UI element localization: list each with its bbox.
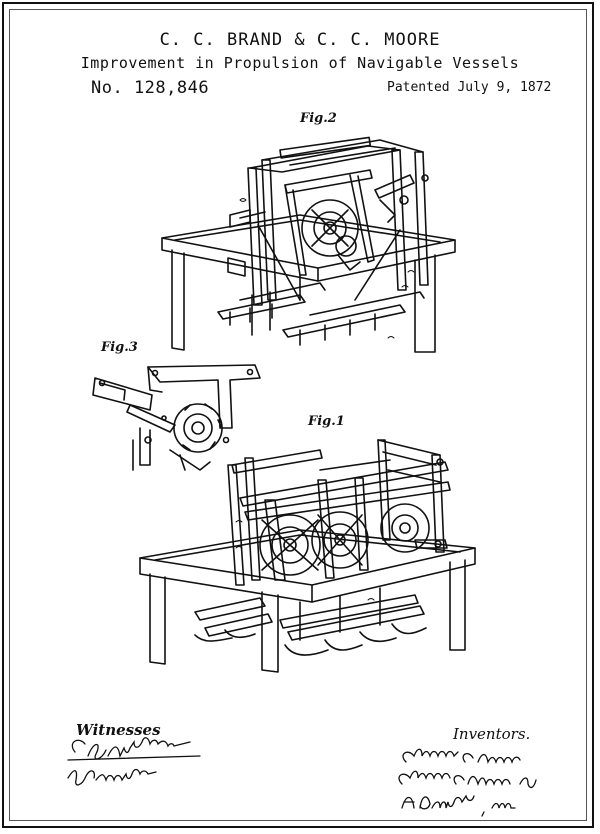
witnesses-label: Witnesses (76, 721, 161, 739)
page-border (2, 2, 594, 828)
witness-signatures (67, 737, 201, 786)
patent-number: No. 128,846 (91, 78, 210, 98)
figure-3-mechanism (92, 364, 261, 471)
patent-date: Patented July 9, 1872 (387, 80, 552, 95)
inventors-label: Inventors. (453, 725, 531, 743)
figure-2-machine (161, 136, 456, 353)
inner-border (9, 9, 587, 821)
figure-1-machine (139, 439, 476, 673)
patent-title: C. C. BRAND & C. C. MOORE (159, 30, 441, 50)
figure-3-label: Fig.3 (101, 340, 138, 355)
patent-subtitle: Improvement in Propulsion of Navigable V… (80, 54, 520, 72)
inventor-signatures (398, 748, 537, 817)
figure-1-label: Fig.1 (308, 414, 345, 429)
figure-2-label: Fig.2 (300, 111, 337, 126)
figure-annotations (235, 198, 415, 601)
